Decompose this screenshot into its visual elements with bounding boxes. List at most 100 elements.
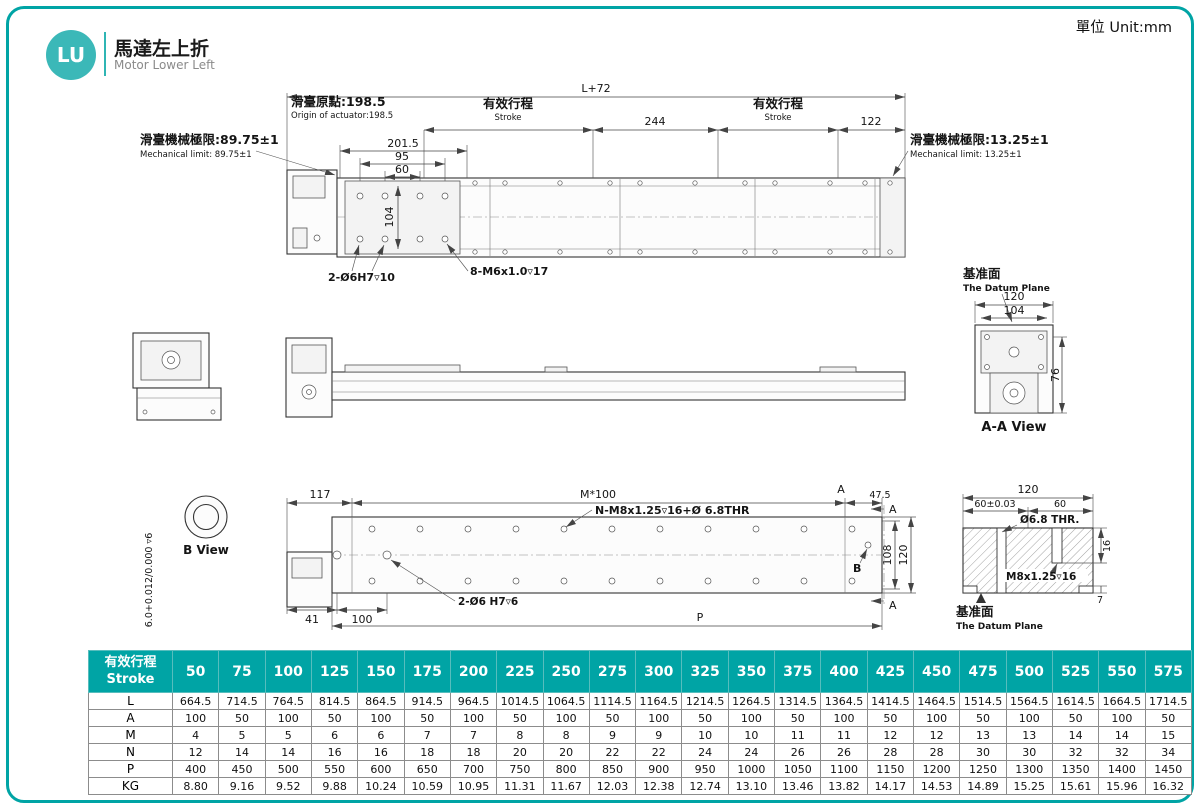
section-dim-16: 16 bbox=[1102, 540, 1113, 552]
stroke-column-header: 450 bbox=[912, 650, 961, 693]
table-cell: 26 bbox=[820, 743, 868, 761]
table-cell: 664.5 bbox=[171, 692, 220, 710]
series-badge: LU bbox=[46, 30, 96, 80]
section-block bbox=[962, 527, 1094, 594]
thread-hole-note: N-M8x1.25▿16+Ø 6.8THR bbox=[595, 504, 750, 517]
aa-view-label: A-A View bbox=[981, 420, 1046, 435]
table-cell: 14 bbox=[264, 743, 312, 761]
table-cell: 1364.5 bbox=[820, 692, 868, 710]
table-cell: 10.59 bbox=[403, 777, 451, 795]
table-cell: 50 bbox=[774, 709, 822, 727]
screw-hole bbox=[862, 180, 868, 186]
b-view: B View 6.0+0.012/0.000 ▿6 bbox=[144, 495, 229, 627]
screw-hole bbox=[356, 235, 364, 243]
dim-117: 117 bbox=[310, 488, 331, 501]
table-cell: 12 bbox=[912, 726, 961, 744]
table-cell: 14.53 bbox=[912, 777, 961, 795]
dim-pitch: M*100 bbox=[580, 488, 616, 501]
section-dim-7: 7 bbox=[1097, 595, 1103, 606]
table-cell: 1000 bbox=[727, 760, 776, 778]
table-cell: 20 bbox=[542, 743, 590, 761]
table-cell: 50 bbox=[866, 709, 915, 727]
screw-hole bbox=[502, 249, 508, 255]
table-cell: 450 bbox=[218, 760, 266, 778]
screw-hole bbox=[800, 577, 808, 585]
table-cell: 700 bbox=[449, 760, 498, 778]
dim-104: 104 bbox=[383, 207, 396, 228]
table-cell: 14 bbox=[1098, 726, 1146, 744]
dim-108: 108 bbox=[881, 545, 894, 566]
stroke-column-header: 175 bbox=[403, 650, 451, 693]
table-cell: 9.16 bbox=[218, 777, 266, 795]
row-label: L bbox=[88, 692, 173, 710]
mech-limit-right-en: Mechanical limit: 13.25±1 bbox=[910, 150, 1022, 160]
table-cell: 14 bbox=[1051, 726, 1100, 744]
stroke-column-header: 300 bbox=[635, 650, 683, 693]
table-cell: 6 bbox=[310, 726, 359, 744]
table-cell: 800 bbox=[542, 760, 590, 778]
stroke-column-header: 275 bbox=[588, 650, 637, 693]
stroke-column-header: 50 bbox=[171, 650, 220, 693]
table-cell: 650 bbox=[403, 760, 451, 778]
table-cell: 850 bbox=[588, 760, 637, 778]
table-cell: 1250 bbox=[959, 760, 1007, 778]
table-cell: 18 bbox=[449, 743, 498, 761]
stroke-label-right-zh: 有效行程 bbox=[753, 96, 804, 111]
table-cell: 1414.5 bbox=[866, 692, 915, 710]
screw-hole bbox=[862, 249, 868, 255]
page-title: 馬達左上折 bbox=[114, 38, 210, 60]
technical-drawing: L+72 滑臺原點:198.5 Origin of actuator:198.5… bbox=[132, 82, 1113, 632]
screw-hole-note: 8-M6x1.0▿17 bbox=[470, 265, 548, 278]
thread-spec-note: M8x1.25▿16 bbox=[1006, 571, 1076, 583]
table-cell: 1300 bbox=[1005, 760, 1053, 778]
table-cell: 1050 bbox=[774, 760, 822, 778]
row-label: A bbox=[88, 709, 173, 727]
table-cell: 100 bbox=[357, 709, 405, 727]
table-cell: 26 bbox=[774, 743, 822, 761]
screw-hole bbox=[607, 180, 613, 186]
dim-122: 122 bbox=[861, 115, 882, 128]
table-cell: 32 bbox=[1051, 743, 1100, 761]
stroke-column-header: 75 bbox=[218, 650, 266, 693]
screw-hole bbox=[656, 577, 664, 585]
stroke-column-header: 100 bbox=[264, 650, 312, 693]
carriage-plate bbox=[344, 180, 461, 255]
screw-hole bbox=[608, 525, 616, 533]
screw-hole bbox=[381, 192, 389, 200]
stroke-column-header: 325 bbox=[681, 650, 729, 693]
dim-100: 100 bbox=[352, 613, 373, 626]
table-cell: 13.82 bbox=[820, 777, 868, 795]
stroke-label-right-en: Stroke bbox=[764, 113, 791, 123]
table-cell: 13 bbox=[1005, 726, 1053, 744]
table-cell: 15.25 bbox=[1005, 777, 1053, 795]
aa-dim-104: 104 bbox=[1004, 304, 1025, 317]
table-cell: 24 bbox=[727, 743, 776, 761]
stroke-column-header: 525 bbox=[1051, 650, 1100, 693]
table-cell: 5 bbox=[264, 726, 312, 744]
screw-hole bbox=[637, 249, 643, 255]
stroke-column-header: 550 bbox=[1098, 650, 1146, 693]
screw-hole bbox=[416, 525, 424, 533]
table-cell: 32 bbox=[1098, 743, 1146, 761]
section-label-a: A bbox=[837, 483, 845, 496]
dim-244: 244 bbox=[645, 115, 666, 128]
stroke-column-header: 225 bbox=[496, 650, 544, 693]
origin-label-zh: 滑臺原點:198.5 bbox=[291, 94, 386, 109]
detail-label-b: B bbox=[853, 562, 861, 575]
aa-dim-120: 120 bbox=[1004, 290, 1025, 303]
table-cell: 12 bbox=[171, 743, 220, 761]
aa-section-view: 基准面 The Datum Plane 120 104 76 A-A View bbox=[962, 266, 1067, 435]
row-label: N bbox=[88, 743, 173, 761]
table-cell: 12.38 bbox=[635, 777, 683, 795]
screw-hole bbox=[557, 180, 563, 186]
screw-hole bbox=[827, 249, 833, 255]
table-cell: 13.46 bbox=[774, 777, 822, 795]
table-cell: 22 bbox=[588, 743, 637, 761]
table-cell: 13.10 bbox=[727, 777, 776, 795]
b-view-label: B View bbox=[183, 543, 229, 557]
